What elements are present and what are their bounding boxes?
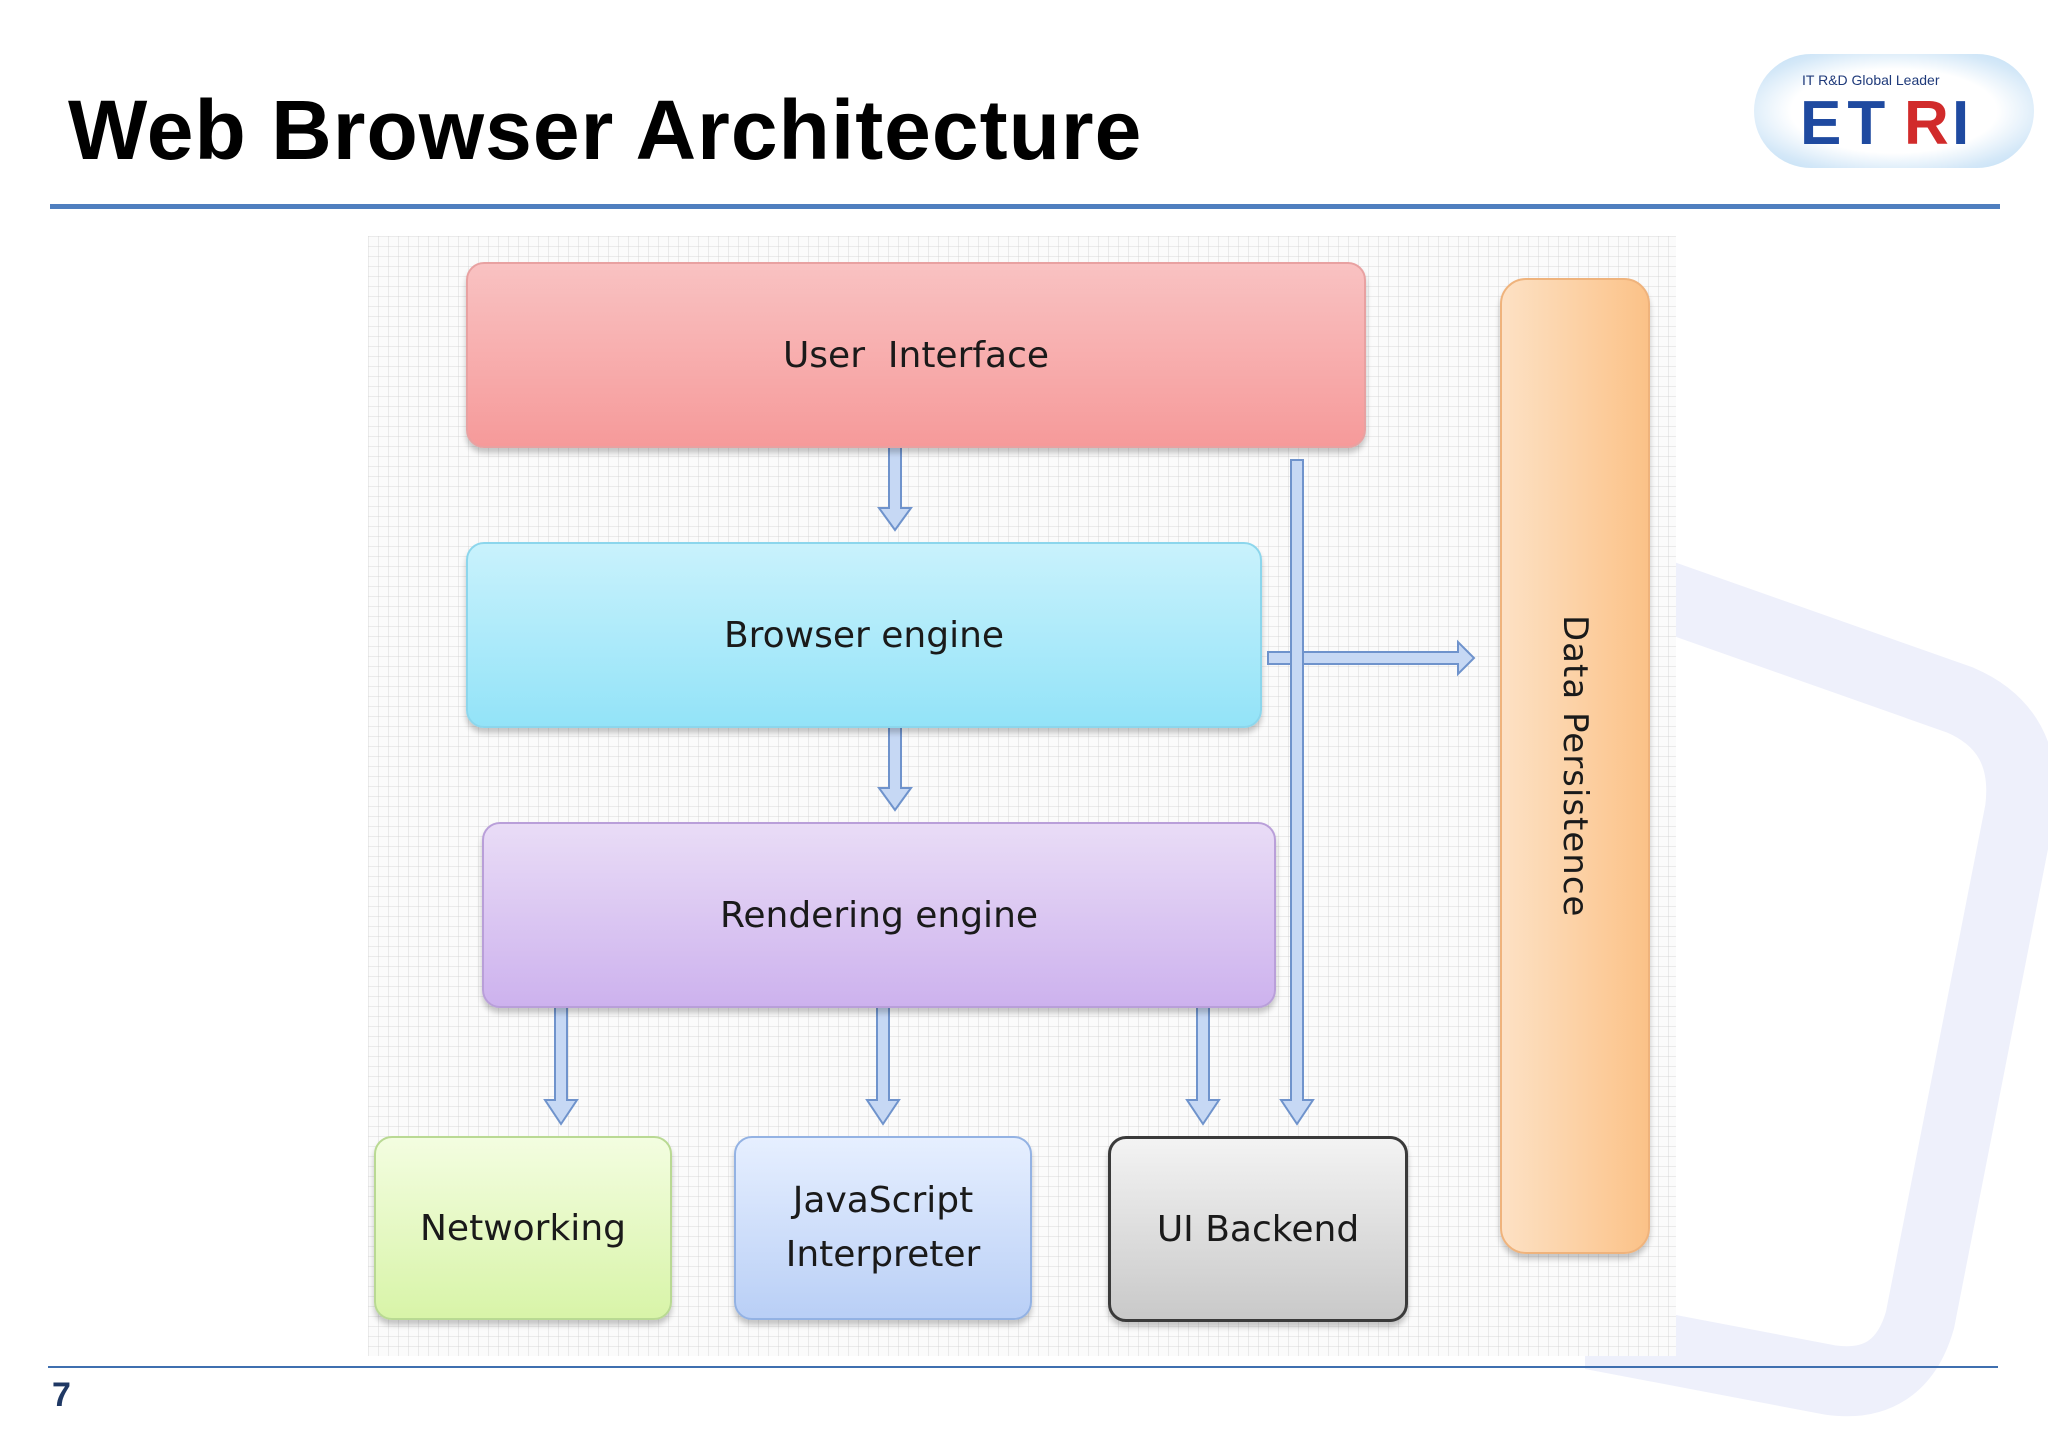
js-interpreter-label-line2: Interpreter [785,1234,981,1275]
etri-logo: IT R&D Global Leader ET R I [1754,54,2034,168]
logo-tagline: IT R&D Global Leader [1802,72,1940,88]
watermark-shape-icon [1585,540,2048,1417]
data-persistence-label: Data Persistence [1555,614,1595,918]
networking-box: Networking [374,1136,672,1320]
javascript-interpreter-box: JavaScript Interpreter [734,1136,1032,1320]
data-persistence-box: Data Persistence [1500,278,1650,1254]
page-title: Web Browser Architecture [68,83,1143,177]
svg-text:I: I [1952,90,1969,152]
rendering-engine-box: Rendering engine [482,822,1276,1008]
etri-wordmark-icon: ET R I [1800,90,1969,152]
browser-engine-box: Browser engine [466,542,1262,728]
ui-backend-box: UI Backend [1108,1136,1408,1322]
user-interface-box: User Interface [466,262,1366,448]
title-underline [50,204,2000,209]
js-interpreter-label-line1: JavaScript [792,1180,974,1221]
browser-engine-label: Browser engine [723,614,1005,656]
user-interface-label: User Interface [782,334,1050,376]
ui-backend-label: UI Backend [1156,1208,1360,1250]
svg-text:ET: ET [1800,90,1891,152]
rendering-engine-label: Rendering engine [719,894,1039,936]
svg-text:R: R [1904,90,1949,152]
page-number: 7 [52,1376,71,1414]
footer-rule [48,1366,1998,1368]
networking-label: Networking [420,1207,626,1249]
